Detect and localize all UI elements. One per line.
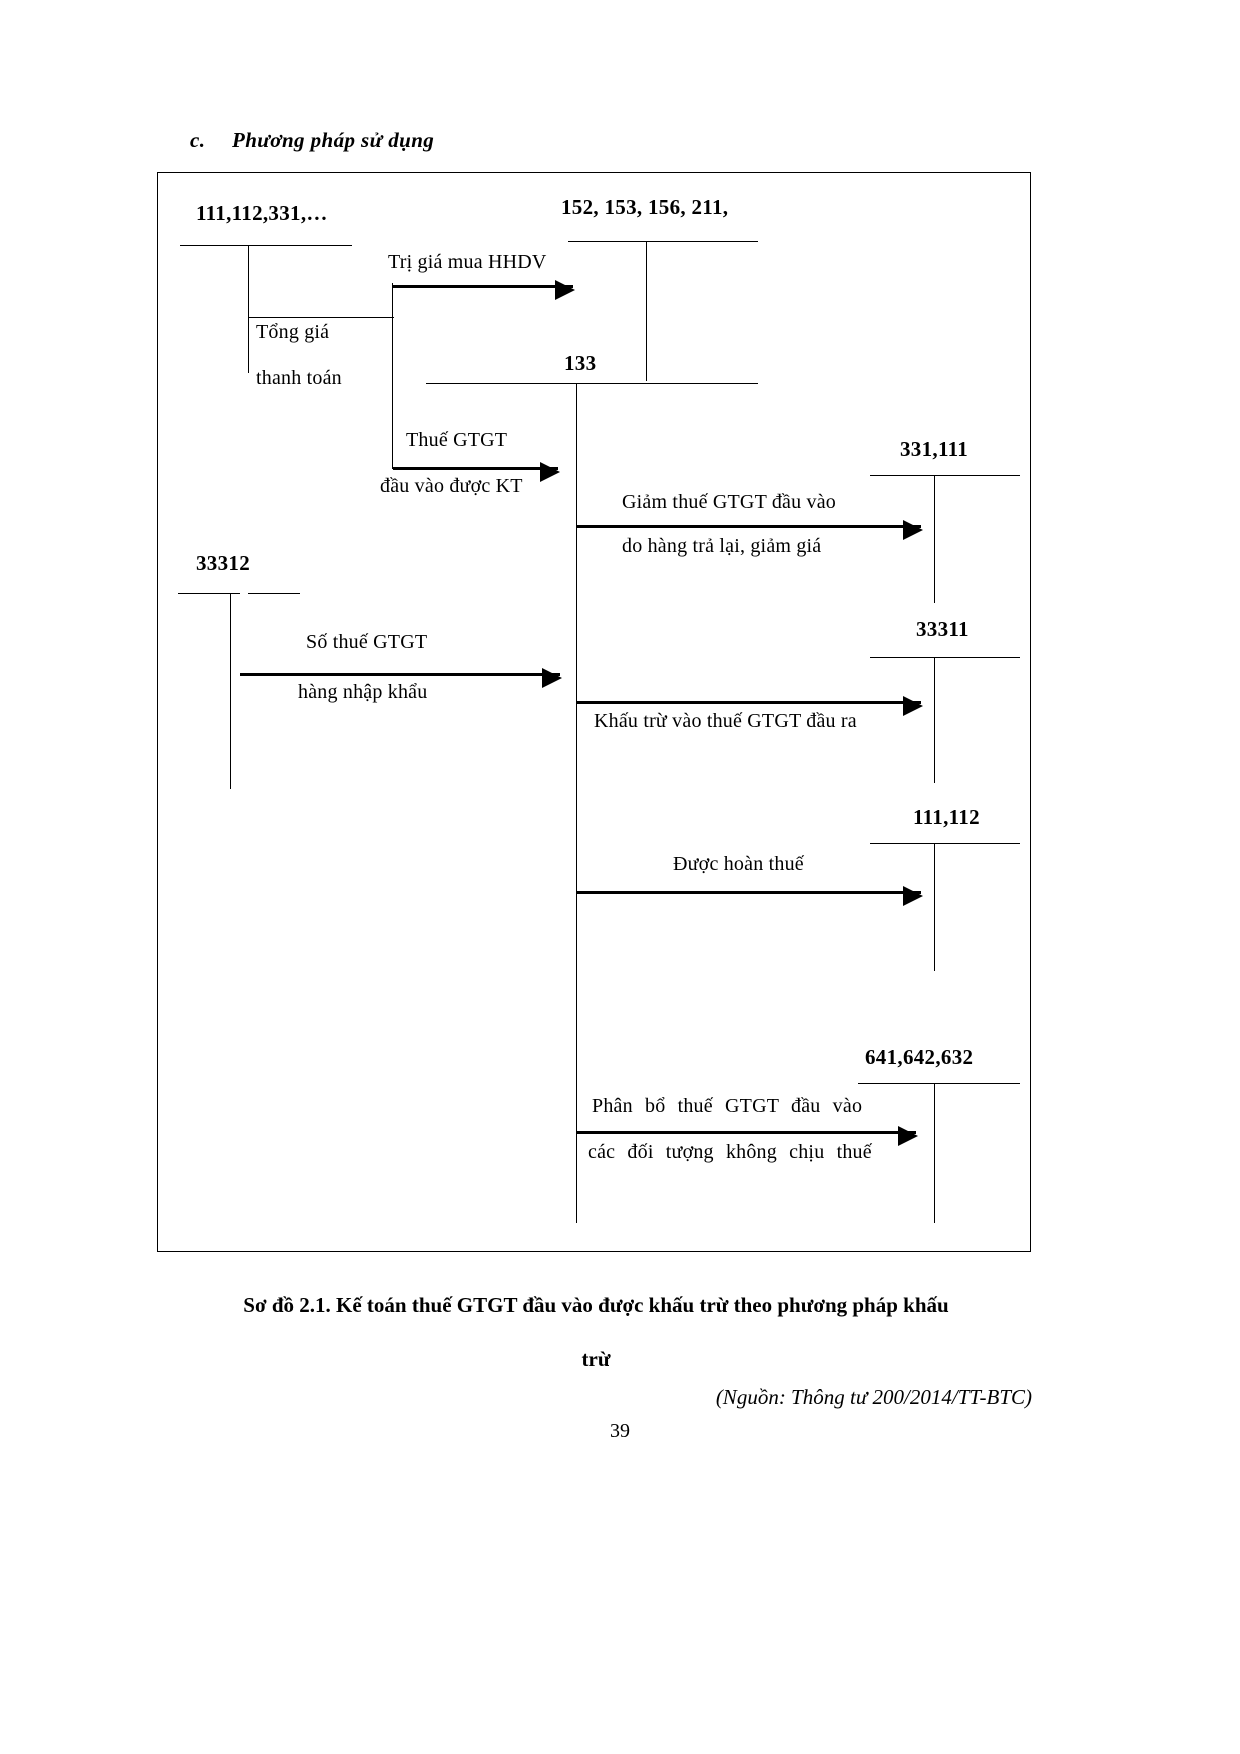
figure-caption: Sơ đồ 2.1. Kế toán thuế GTGT đầu vào đượ…	[160, 1278, 1032, 1386]
flow-label-thue-gtgt: Thuế GTGT	[406, 429, 508, 451]
flow-label-giam-thue-line1: Giảm thuế GTGT đầu vào	[622, 491, 836, 513]
account-label-33311: 33311	[916, 617, 969, 641]
flow-label-duoc-hoan-thue: Được hoàn thuế	[673, 853, 804, 875]
flow-arrow-tri-gia-mua	[393, 279, 575, 300]
diagram-canvas: 111,112,331,… 152, 153, 156, 211, Trị gi…	[158, 173, 1030, 1251]
t-account-top-rule-133	[426, 383, 758, 384]
flow-label-dau-vao-duoc-kt: đầu vào được KT	[380, 475, 523, 497]
t-account-stem-641-642-632	[934, 1083, 935, 1223]
account-label-33312: 33312	[196, 551, 250, 575]
flow-arrow-so-thue	[240, 667, 562, 688]
t-account-top-rule-152-153-156-211	[568, 241, 758, 242]
flow-arrow-duoc-hoan-thue	[576, 885, 923, 906]
t-account-top-rule-111-112	[870, 843, 1020, 844]
t-account-stem-111-112-331	[248, 245, 249, 373]
flow-label-so-thue-line1: Số thuế GTGT	[306, 631, 428, 653]
t-account-top-rule-641-642-632	[858, 1083, 1020, 1084]
figure-source: (Nguồn: Thông tư 200/2014/TT-BTC)	[715, 1385, 1032, 1409]
t-account-stem-133	[576, 383, 577, 1223]
account-label-111-112: 111,112	[913, 805, 980, 829]
flow-label-thanh-toan: thanh toán	[256, 367, 342, 389]
section-heading-marker: c.	[190, 128, 206, 152]
t-account-top-rule-33312-left	[178, 593, 240, 594]
t-account-top-rule-33312-right	[248, 593, 300, 594]
flow-label-so-thue-line2: hàng nhập khẩu	[298, 681, 428, 703]
flow-arrow-giam-thue	[576, 519, 923, 540]
flow-arrow-thue-gtgt	[393, 461, 560, 482]
account-label-133: 133	[564, 351, 597, 375]
t-account-top-rule-33311	[870, 657, 1020, 658]
t-account-stem-33312	[230, 593, 231, 789]
flow-arrow-phan-bo	[576, 1125, 918, 1146]
flow-label-giam-thue-line2: do hàng trả lại, giảm giá	[622, 535, 822, 557]
page-number: 39	[610, 1420, 630, 1442]
section-heading: c. Phương pháp sử dụng	[190, 128, 434, 153]
t-account-top-rule-331-111	[870, 475, 1020, 476]
figure-caption-line2: trừ	[581, 1347, 611, 1371]
diagram-frame: 111,112,331,… 152, 153, 156, 211, Trị gi…	[157, 172, 1031, 1252]
t-account-stem-111-112	[934, 843, 935, 971]
flow-label-tri-gia-mua: Trị giá mua HHDV	[388, 251, 547, 273]
t-account-stem-331-111	[934, 475, 935, 603]
connector-stem-left-branch	[392, 283, 393, 469]
account-label-331-111: 331,111	[900, 437, 969, 461]
t-account-stem-152-153-156-211	[646, 241, 647, 381]
t-account-stem-33311	[934, 657, 935, 783]
figure-caption-line1: Sơ đồ 2.1. Kế toán thuế GTGT đầu vào đượ…	[243, 1293, 949, 1317]
flow-label-phan-bo-line1: Phân bổ thuế GTGT đầu vào	[592, 1095, 863, 1117]
account-label-111-112-331: 111,112,331,…	[196, 201, 328, 225]
flow-label-khau-tru: Khấu trừ vào thuế GTGT đầu ra	[594, 710, 857, 732]
t-account-top-rule-111-112-331	[180, 245, 352, 246]
account-label-152-153-156-211: 152, 153, 156, 211,	[561, 195, 729, 219]
account-label-641-642-632: 641,642,632	[865, 1045, 974, 1069]
bracket-rule-tong-gia	[248, 317, 394, 318]
flow-label-phan-bo-line2: các đối tượng không chịu thuế	[588, 1141, 872, 1163]
flow-arrow-khau-tru	[576, 695, 923, 716]
section-heading-text: Phương pháp sử dụng	[232, 128, 435, 152]
flow-label-tong-gia: Tổng giá	[256, 321, 330, 343]
